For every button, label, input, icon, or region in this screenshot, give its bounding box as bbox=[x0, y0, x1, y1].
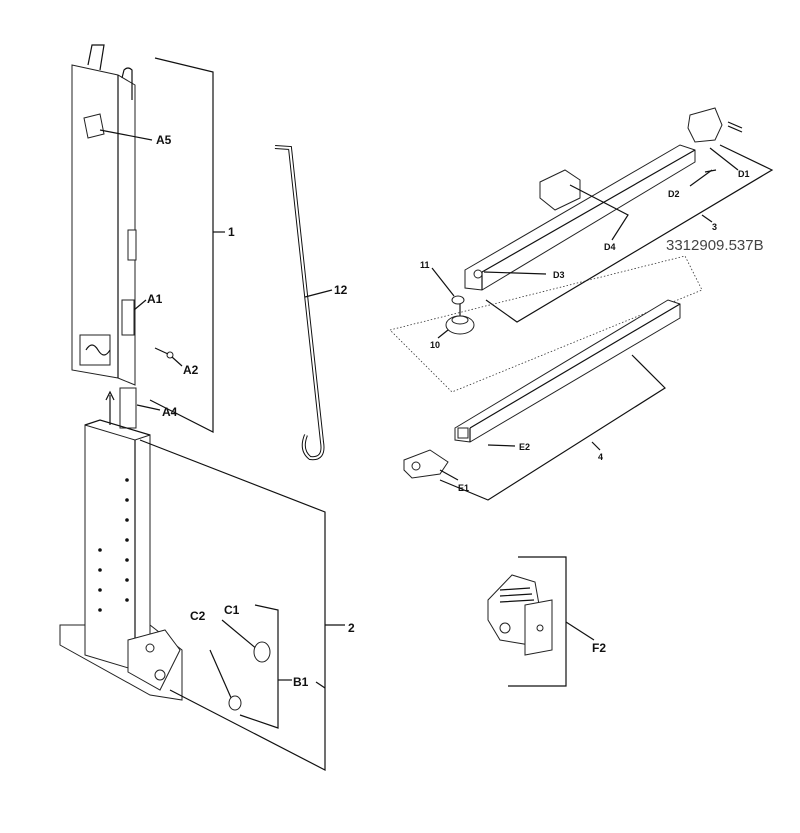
arrow-up-icon bbox=[105, 390, 115, 425]
callout-a4: A4 bbox=[162, 405, 178, 419]
callout-a2: A2 bbox=[183, 363, 199, 377]
callout-12: 12 bbox=[334, 283, 348, 297]
knob-10-part bbox=[445, 304, 475, 335]
callout-d2: D2 bbox=[668, 189, 680, 199]
fitting-f2-part bbox=[487, 574, 553, 656]
callout-d3: D3 bbox=[553, 270, 565, 280]
callout-3: 3 bbox=[712, 222, 717, 232]
dotted-assembly-outline bbox=[389, 255, 703, 393]
bracket-b1 bbox=[239, 604, 279, 729]
callout-f2: F2 bbox=[592, 641, 606, 655]
callout-c2: C2 bbox=[190, 609, 206, 623]
leader-d4 bbox=[569, 184, 629, 241]
callout-c1: C1 bbox=[224, 603, 240, 617]
callout-d1: D1 bbox=[738, 169, 750, 179]
part-number: 3312909.537B bbox=[666, 237, 764, 254]
bracket-1 bbox=[149, 57, 214, 433]
callout-10: 10 bbox=[430, 340, 440, 350]
leader-a5 bbox=[99, 129, 153, 141]
bracket-4 bbox=[439, 354, 666, 501]
callout-a1: A1 bbox=[147, 292, 163, 306]
leader-a1 bbox=[133, 299, 147, 311]
washer-11-part bbox=[451, 295, 465, 305]
callout-d4: D4 bbox=[604, 242, 616, 252]
callout-b1: B1 bbox=[293, 675, 309, 689]
pin-c2-part bbox=[209, 649, 242, 711]
pin-c1-part bbox=[221, 619, 271, 663]
tube-4-part bbox=[403, 299, 681, 479]
callout-4: 4 bbox=[598, 452, 603, 462]
rod-12-part bbox=[274, 145, 325, 461]
callout-1: 1 bbox=[228, 225, 235, 239]
clip-a4-part bbox=[119, 387, 137, 429]
callout-2: 2 bbox=[348, 621, 355, 635]
bracket-2 bbox=[139, 439, 326, 771]
callout-11: 11 bbox=[420, 260, 430, 270]
upper-column-part bbox=[71, 44, 174, 386]
bracket-f2 bbox=[508, 556, 567, 687]
leader-a2 bbox=[171, 356, 183, 367]
callout-e1: E1 bbox=[458, 483, 469, 493]
bracket-3 bbox=[485, 144, 774, 323]
callout-e2: E2 bbox=[519, 442, 530, 452]
lower-column-part bbox=[59, 419, 183, 701]
tube-3-part bbox=[464, 107, 743, 291]
callout-a5: A5 bbox=[156, 133, 172, 147]
